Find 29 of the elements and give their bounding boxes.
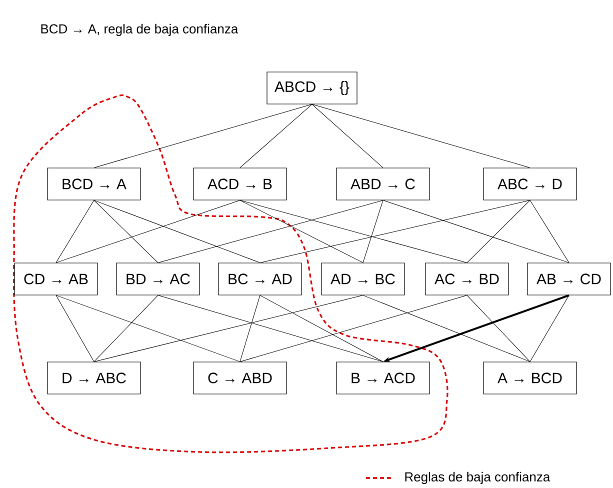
connector-line [240,200,468,263]
connector-line [56,295,94,362]
connector-line [56,200,94,263]
connector-line [260,295,384,362]
connector-line [94,104,312,168]
title: BCD → A, regla de baja confianza [41,24,238,36]
connector-line [312,104,384,168]
connector-line [466,295,530,362]
connector-line [94,295,158,362]
legend-text: Reglas de baja confianza [405,472,550,484]
connector-line [382,200,570,263]
connector-line [158,295,384,362]
connector-line [240,200,364,263]
connector-line [362,200,384,263]
connector-line [56,295,240,362]
connector-line [312,104,530,168]
connector-line [530,200,570,263]
connector-line [94,200,158,263]
connector-line [260,200,530,263]
connector-line [240,295,260,362]
connector-line [94,295,364,362]
connector-line [240,104,312,168]
connector-line [362,295,530,362]
connector-line [530,295,570,362]
connector-line [94,200,260,263]
connector-line [466,200,530,263]
connector-line [158,200,384,263]
connector-line [56,200,240,263]
connector-line [240,295,468,362]
